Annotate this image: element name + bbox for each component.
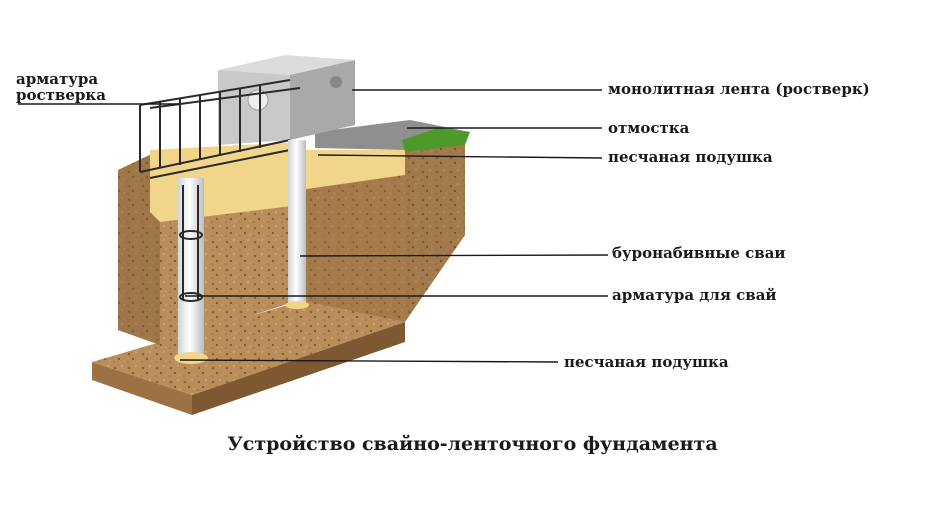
grass-patch bbox=[402, 128, 470, 152]
pile-left-rebar bbox=[179, 185, 203, 302]
label-bored-piles: буронабивные сваи bbox=[612, 244, 786, 262]
label-rebar-grillage-line2: ростверка bbox=[16, 86, 106, 104]
label-sand-cushion-bottom: песчаная подушка bbox=[564, 353, 729, 371]
label-sand-cushion-top: песчаная подушка bbox=[608, 148, 773, 166]
soil-right-block bbox=[405, 140, 465, 322]
pile-left-base bbox=[174, 352, 208, 364]
soil-base-top bbox=[92, 300, 405, 395]
soil-base-front bbox=[92, 362, 192, 415]
sand-layer-right bbox=[300, 150, 405, 190]
soil-right-shade bbox=[405, 140, 465, 322]
soil-base-side bbox=[192, 322, 405, 415]
label-monolithic-strip: монолитная лента (ростверк) bbox=[608, 80, 870, 98]
pile-right bbox=[288, 140, 306, 305]
soil-left-shade bbox=[118, 150, 160, 345]
soil-trench-wall-texture bbox=[300, 175, 405, 322]
grillage-hole-side bbox=[330, 76, 342, 88]
label-blind-area: отмостка bbox=[608, 119, 690, 137]
grillage-top bbox=[218, 55, 355, 75]
pile-left bbox=[178, 178, 204, 358]
pile-right-base bbox=[285, 301, 309, 309]
label-pile-rebar: арматура для свай bbox=[612, 286, 777, 304]
leader-lines bbox=[18, 89, 609, 363]
label-rebar-grillage-line1: арматура bbox=[16, 70, 99, 88]
diagram-caption: Устройство свайно-ленточного фундамента bbox=[227, 433, 718, 455]
